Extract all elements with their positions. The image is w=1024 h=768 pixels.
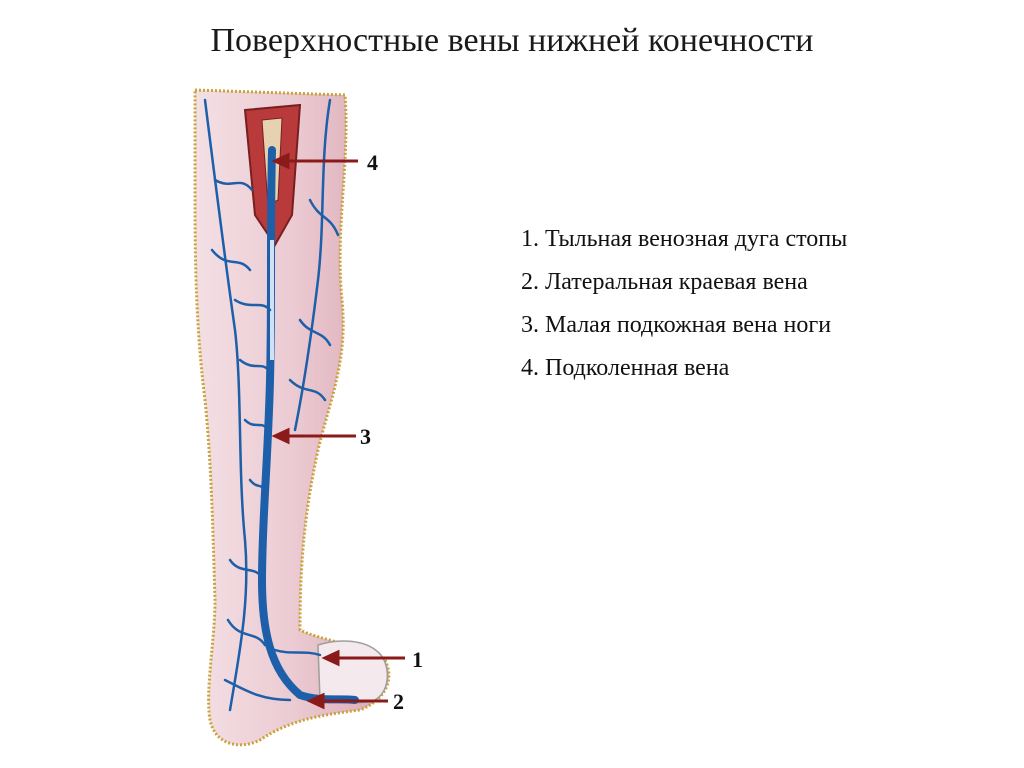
slide-title: Поверхностные вены нижней конечности (210, 22, 814, 59)
vein-network (203, 98, 340, 712)
legend-list: 1. Тыльная венозная дуга стопы 2. Латера… (521, 222, 847, 394)
legend-item-3: 3. Малая подкожная вена ноги (521, 312, 832, 338)
legend-item-1: 1. Тыльная венозная дуга стопы (521, 226, 848, 252)
legend-item-4: 4. Подколенная вена (521, 355, 730, 381)
marker-3: 3 (360, 424, 371, 449)
legend-item-2: 2. Латеральная краевая вена (521, 269, 808, 295)
marker-1: 1 (412, 647, 423, 672)
marker-2: 2 (393, 689, 404, 714)
marker-4: 4 (367, 150, 378, 175)
toes (317, 640, 389, 704)
leg-outline (193, 88, 391, 747)
pointer-arrows (271, 152, 405, 710)
